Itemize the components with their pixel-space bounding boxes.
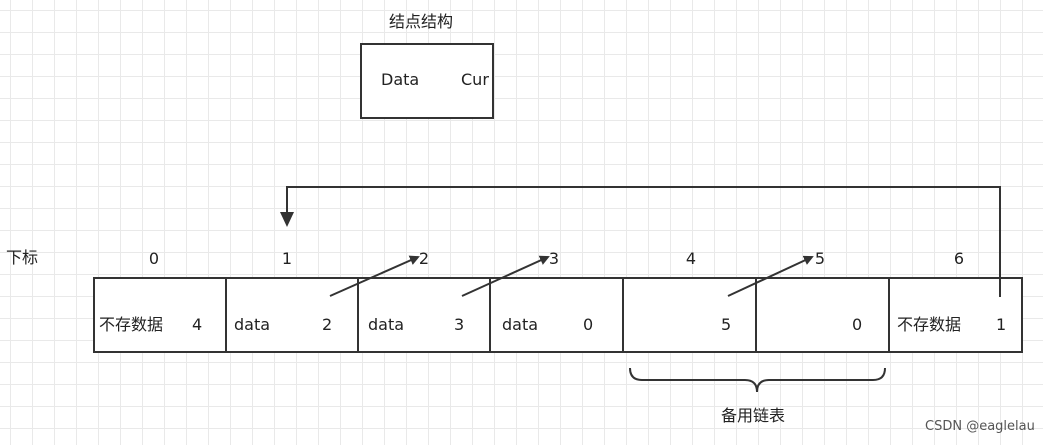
- array-cell-2: data 3: [357, 277, 491, 353]
- node-structure-box: Data Cur: [360, 43, 494, 119]
- array-cell-3: data 0: [489, 277, 624, 353]
- cell-5-cur: 0: [852, 315, 863, 334]
- index-label-5: 5: [814, 249, 826, 268]
- cell-3-cur: 0: [583, 315, 594, 334]
- watermark: CSDN @eaglelau: [925, 419, 1035, 434]
- index-label-2: 2: [418, 249, 430, 268]
- node-structure-data-label: Data: [381, 70, 420, 89]
- cell-1-cur: 2: [322, 315, 333, 334]
- node-structure-cur-label: Cur: [461, 70, 489, 89]
- cell-2-cur: 3: [454, 315, 465, 334]
- index-row-label: 下标: [6, 248, 39, 267]
- cell-3-data: data: [502, 315, 539, 334]
- return-arrow-head: [280, 212, 294, 227]
- array-cell-4: 5: [622, 277, 757, 353]
- cell-4-cur: 5: [721, 315, 732, 334]
- array-cell-1: data 2: [225, 277, 359, 353]
- backup-list-label: 备用链表: [721, 406, 786, 425]
- cell-6-data: 不存数据: [897, 315, 962, 334]
- index-label-6: 6: [953, 249, 965, 268]
- cell-6-cur: 1: [996, 315, 1007, 334]
- array-cell-5: 0: [755, 277, 890, 353]
- backup-list-brace: [629, 367, 886, 393]
- cell-0-data: 不存数据: [99, 315, 164, 334]
- index-label-3: 3: [548, 249, 560, 268]
- node-structure-title: 结点结构: [389, 12, 454, 31]
- index-label-0: 0: [148, 249, 160, 268]
- cell-0-cur: 4: [192, 315, 203, 334]
- index-label-1: 1: [281, 249, 293, 268]
- cell-1-data: data: [234, 315, 271, 334]
- index-label-4: 4: [685, 249, 697, 268]
- array-cell-0: 不存数据 4: [93, 277, 227, 353]
- array-cell-6: 不存数据 1: [888, 277, 1023, 353]
- cell-2-data: data: [368, 315, 405, 334]
